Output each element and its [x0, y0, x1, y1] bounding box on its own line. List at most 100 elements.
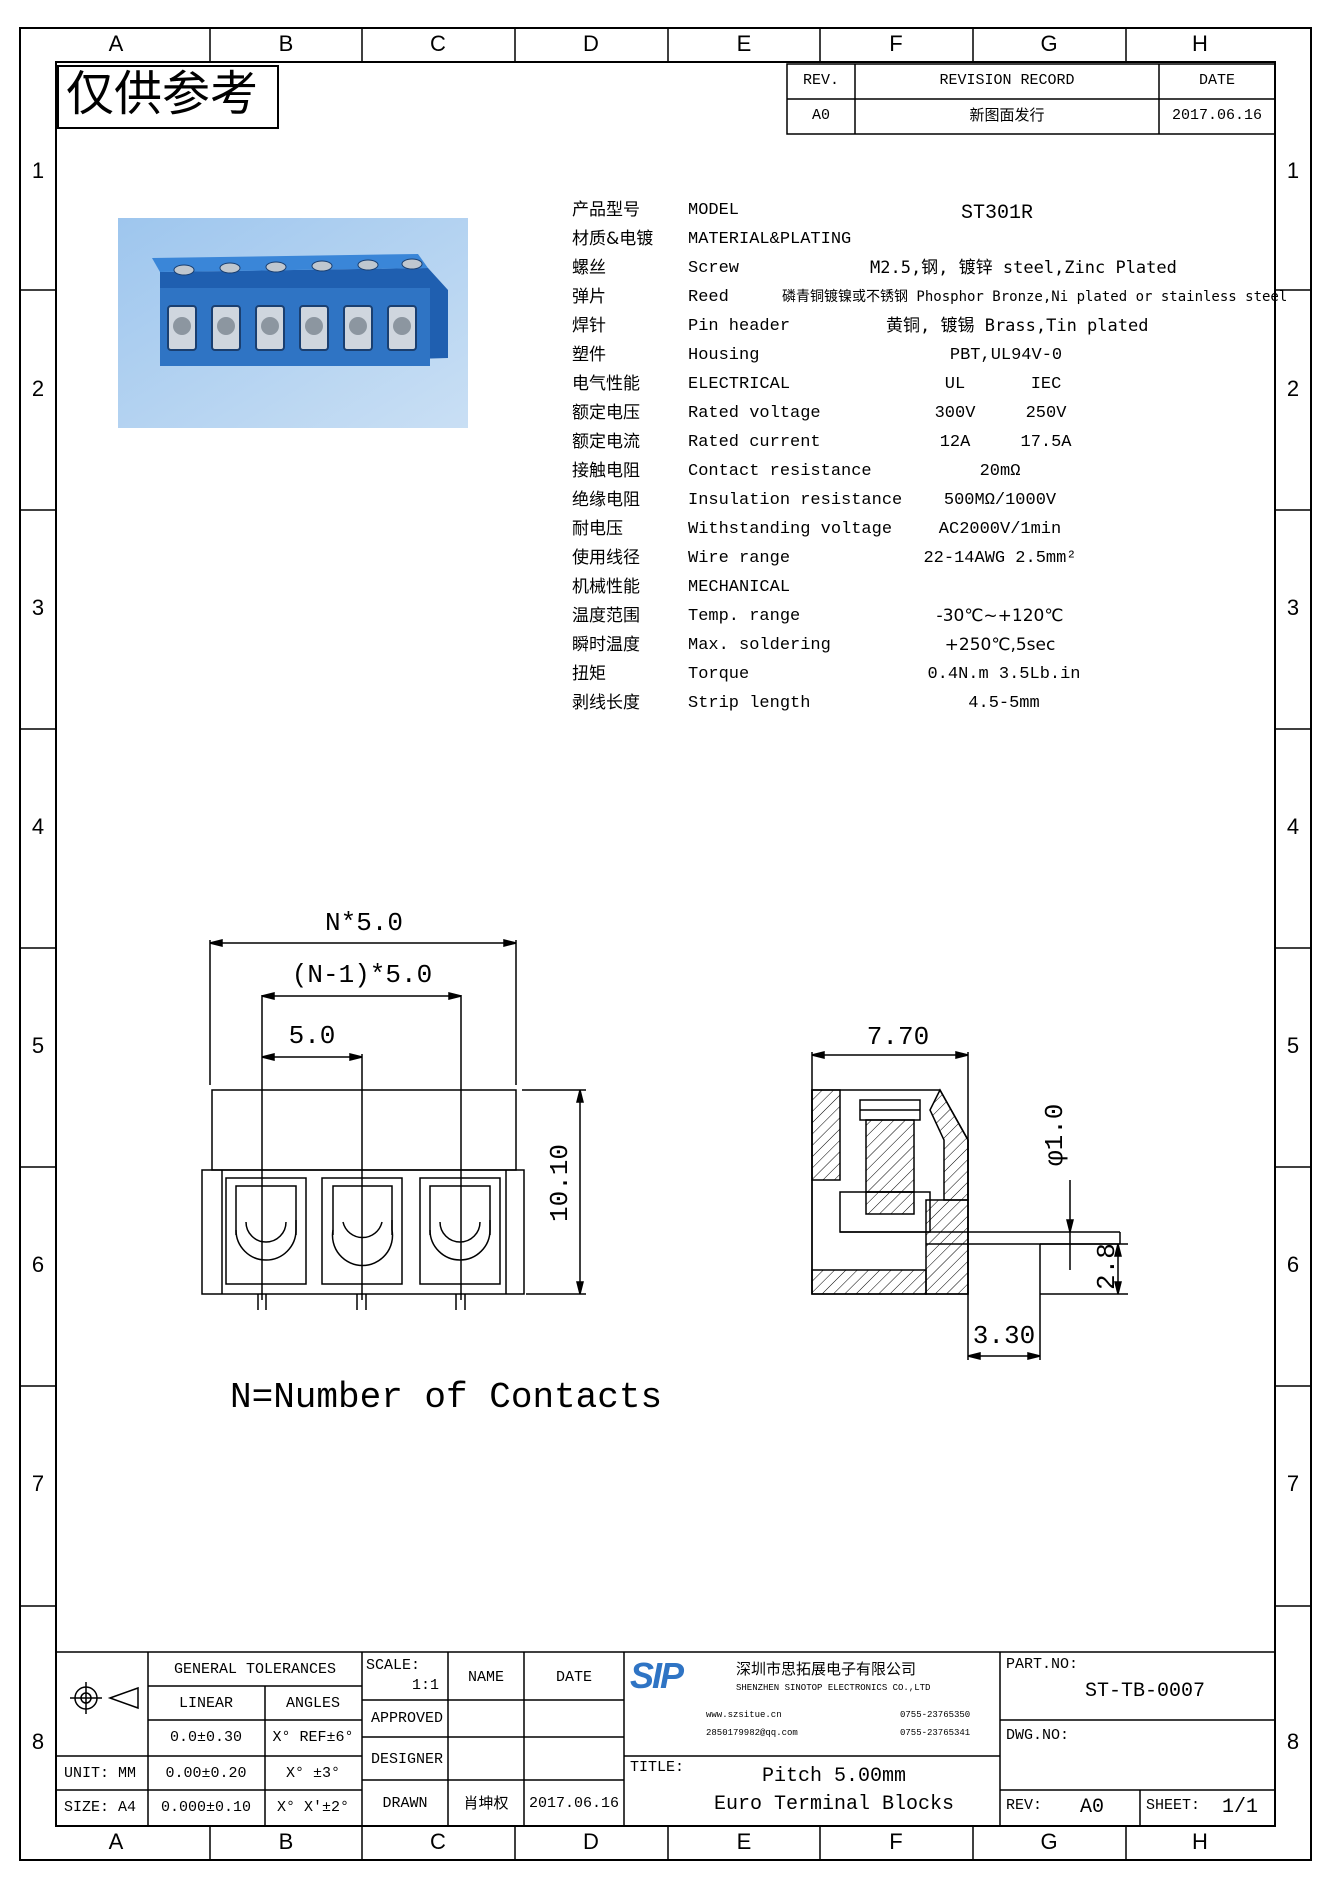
dim-inner-width: (N-1)*5.0 [291, 960, 433, 990]
zone-col-a-bottom: A [108, 1829, 124, 1854]
spec-en-10: Insulation resistance [688, 491, 903, 510]
dwg-no-label: DWG.NO: [1006, 1727, 1070, 1744]
spec-cn-17: 剥线长度 [572, 693, 640, 713]
spec-cn-5: 塑件 [572, 345, 606, 365]
spec-value-10: 500MΩ/1000V [943, 491, 1057, 510]
spec-en-5: Housing [688, 346, 760, 365]
zone-col-e-bottom: E [736, 1829, 752, 1854]
reference-only-stamp: 仅供参考 [66, 66, 259, 122]
sheet-label: SHEET: [1146, 1797, 1201, 1814]
spec-value-15: +250℃,5sec [944, 635, 1056, 655]
dim-pin-height: 2.8 [1092, 1243, 1122, 1290]
spec-value-3: 磷青铜镀镍或不锈钢 Phosphor Bronze,Ni plated or s… [782, 289, 1288, 305]
size-label: SIZE: A4 [64, 1799, 137, 1816]
title-line-2: Euro Terminal Blocks [713, 1793, 955, 1816]
zone-row-7-right: 7 [1286, 1471, 1300, 1496]
spec-cn-2: 螺丝 [572, 258, 606, 278]
spec-en-3: Reed [688, 288, 729, 307]
spec-en-9: Contact resistance [688, 462, 872, 481]
product-photo [118, 218, 468, 428]
scale-label: SCALE: [366, 1657, 421, 1674]
revision-date: 2017.06.16 [1171, 107, 1263, 124]
date-label: DATE [555, 1669, 593, 1686]
revision-rev-label: REV. [802, 72, 840, 89]
spec-en-0: MODEL [688, 201, 740, 220]
spec-en-2: Screw [688, 259, 740, 278]
company-fax: 0755-23765341 [900, 1728, 971, 1738]
scale-value: 1:1 [412, 1677, 440, 1694]
revision-record-label: REVISION RECORD [939, 72, 1075, 89]
spec-value-2: M2.5,钢, 镀锌 steel,Zinc Plated [870, 258, 1177, 278]
spec-cn-9: 接触电阻 [572, 461, 640, 481]
zone-col-a: A [108, 31, 124, 56]
dim-depth: 7.70 [866, 1022, 930, 1052]
spec-cn-1: 材质&电镀 [572, 229, 654, 249]
zone-col-c: C [430, 31, 446, 56]
zone-row-1-right: 1 [1286, 158, 1300, 183]
spec-en-8: Rated current [688, 433, 821, 452]
zone-col-f-bottom: F [889, 1829, 903, 1854]
tol-angles-0: X° REF±6° [272, 1729, 354, 1746]
dim-pin-diameter: φ1.0 [1040, 1103, 1070, 1166]
spec-cn-12: 使用线径 [572, 548, 640, 568]
spec-en-14: Temp. range [688, 607, 801, 626]
spec-cn-11: 耐电压 [572, 519, 623, 539]
contacts-note: N=Number of Contacts [230, 1377, 663, 1418]
rev-label: REV: [1006, 1797, 1043, 1814]
spec-cn-3: 弹片 [572, 287, 606, 307]
zone-row-6-right: 6 [1286, 1252, 1300, 1277]
dim-total-width: N*5.0 [324, 908, 404, 938]
zone-col-d: D [583, 31, 599, 56]
spec-en-15: Max. soldering [688, 636, 831, 655]
spec-value-ul-7: 300V [934, 404, 976, 423]
zone-row-7: 7 [31, 1471, 45, 1496]
drawn-date: 2017.06.16 [528, 1795, 620, 1812]
terminal-block-photo-illustration [118, 218, 468, 428]
spec-value-iec-8: 17.5A [1020, 433, 1072, 452]
zone-col-d-bottom: D [583, 1829, 599, 1854]
angles-label: ANGLES [285, 1695, 341, 1712]
zone-col-h-bottom: H [1192, 1829, 1208, 1854]
zone-col-g: G [1040, 31, 1058, 56]
spec-value-9: 20mΩ [979, 462, 1021, 481]
zone-row-5: 5 [31, 1033, 45, 1058]
spec-value-16: 0.4N.m 3.5Lb.in [927, 665, 1081, 684]
spec-cn-16: 扭矩 [572, 664, 606, 684]
designer-label: DESIGNER [371, 1751, 444, 1768]
revision-rev: A0 [811, 107, 831, 124]
title-line-1: Pitch 5.00mm [761, 1765, 907, 1788]
zone-row-5-right: 5 [1286, 1033, 1300, 1058]
company-web: www.szsitue.cn [706, 1710, 782, 1720]
spec-en-7: Rated voltage [688, 404, 821, 423]
company-tel: 0755-23765350 [900, 1710, 971, 1720]
spec-cn-10: 绝缘电阻 [572, 490, 640, 510]
general-tolerances-label: GENERAL TOLERANCES [173, 1661, 337, 1678]
name-label: NAME [467, 1669, 505, 1686]
zone-row-8-right: 8 [1286, 1729, 1300, 1754]
dim-pitch: 5.0 [288, 1021, 336, 1051]
tol-angles-2: X° X'±2° [276, 1799, 350, 1816]
zone-row-2: 2 [31, 376, 45, 401]
rev-value: A0 [1079, 1796, 1105, 1819]
company-mail: 2850179982@qq.com [706, 1728, 798, 1738]
spec-cn-14: 温度范围 [572, 606, 640, 626]
zone-row-3: 3 [31, 595, 45, 620]
zone-row-2-right: 2 [1286, 376, 1300, 401]
unit-label: UNIT: MM [64, 1765, 137, 1782]
zone-col-f: F [889, 31, 903, 56]
spec-en-1: MATERIAL&PLATING [688, 230, 852, 249]
spec-en-11: Withstanding voltage [688, 520, 893, 539]
zone-col-g-bottom: G [1040, 1829, 1058, 1854]
spec-cn-4: 焊针 [572, 316, 606, 336]
tol-linear-0: 0.0±0.30 [169, 1729, 243, 1746]
revision-date-label: DATE [1198, 72, 1236, 89]
part-no: ST-TB-0007 [1084, 1680, 1206, 1703]
company-name-en: SHENZHEN SINOTOP ELECTRONICS CO.,LTD [736, 1683, 931, 1693]
company-logo: SIP [630, 1655, 684, 1696]
spec-cn-13: 机械性能 [572, 577, 640, 597]
spec-cn-7: 额定电压 [572, 403, 640, 423]
spec-value-14: -30℃~+120℃ [936, 606, 1064, 626]
title-label: TITLE: [630, 1759, 685, 1776]
part-no-label: PART.NO: [1006, 1656, 1079, 1673]
